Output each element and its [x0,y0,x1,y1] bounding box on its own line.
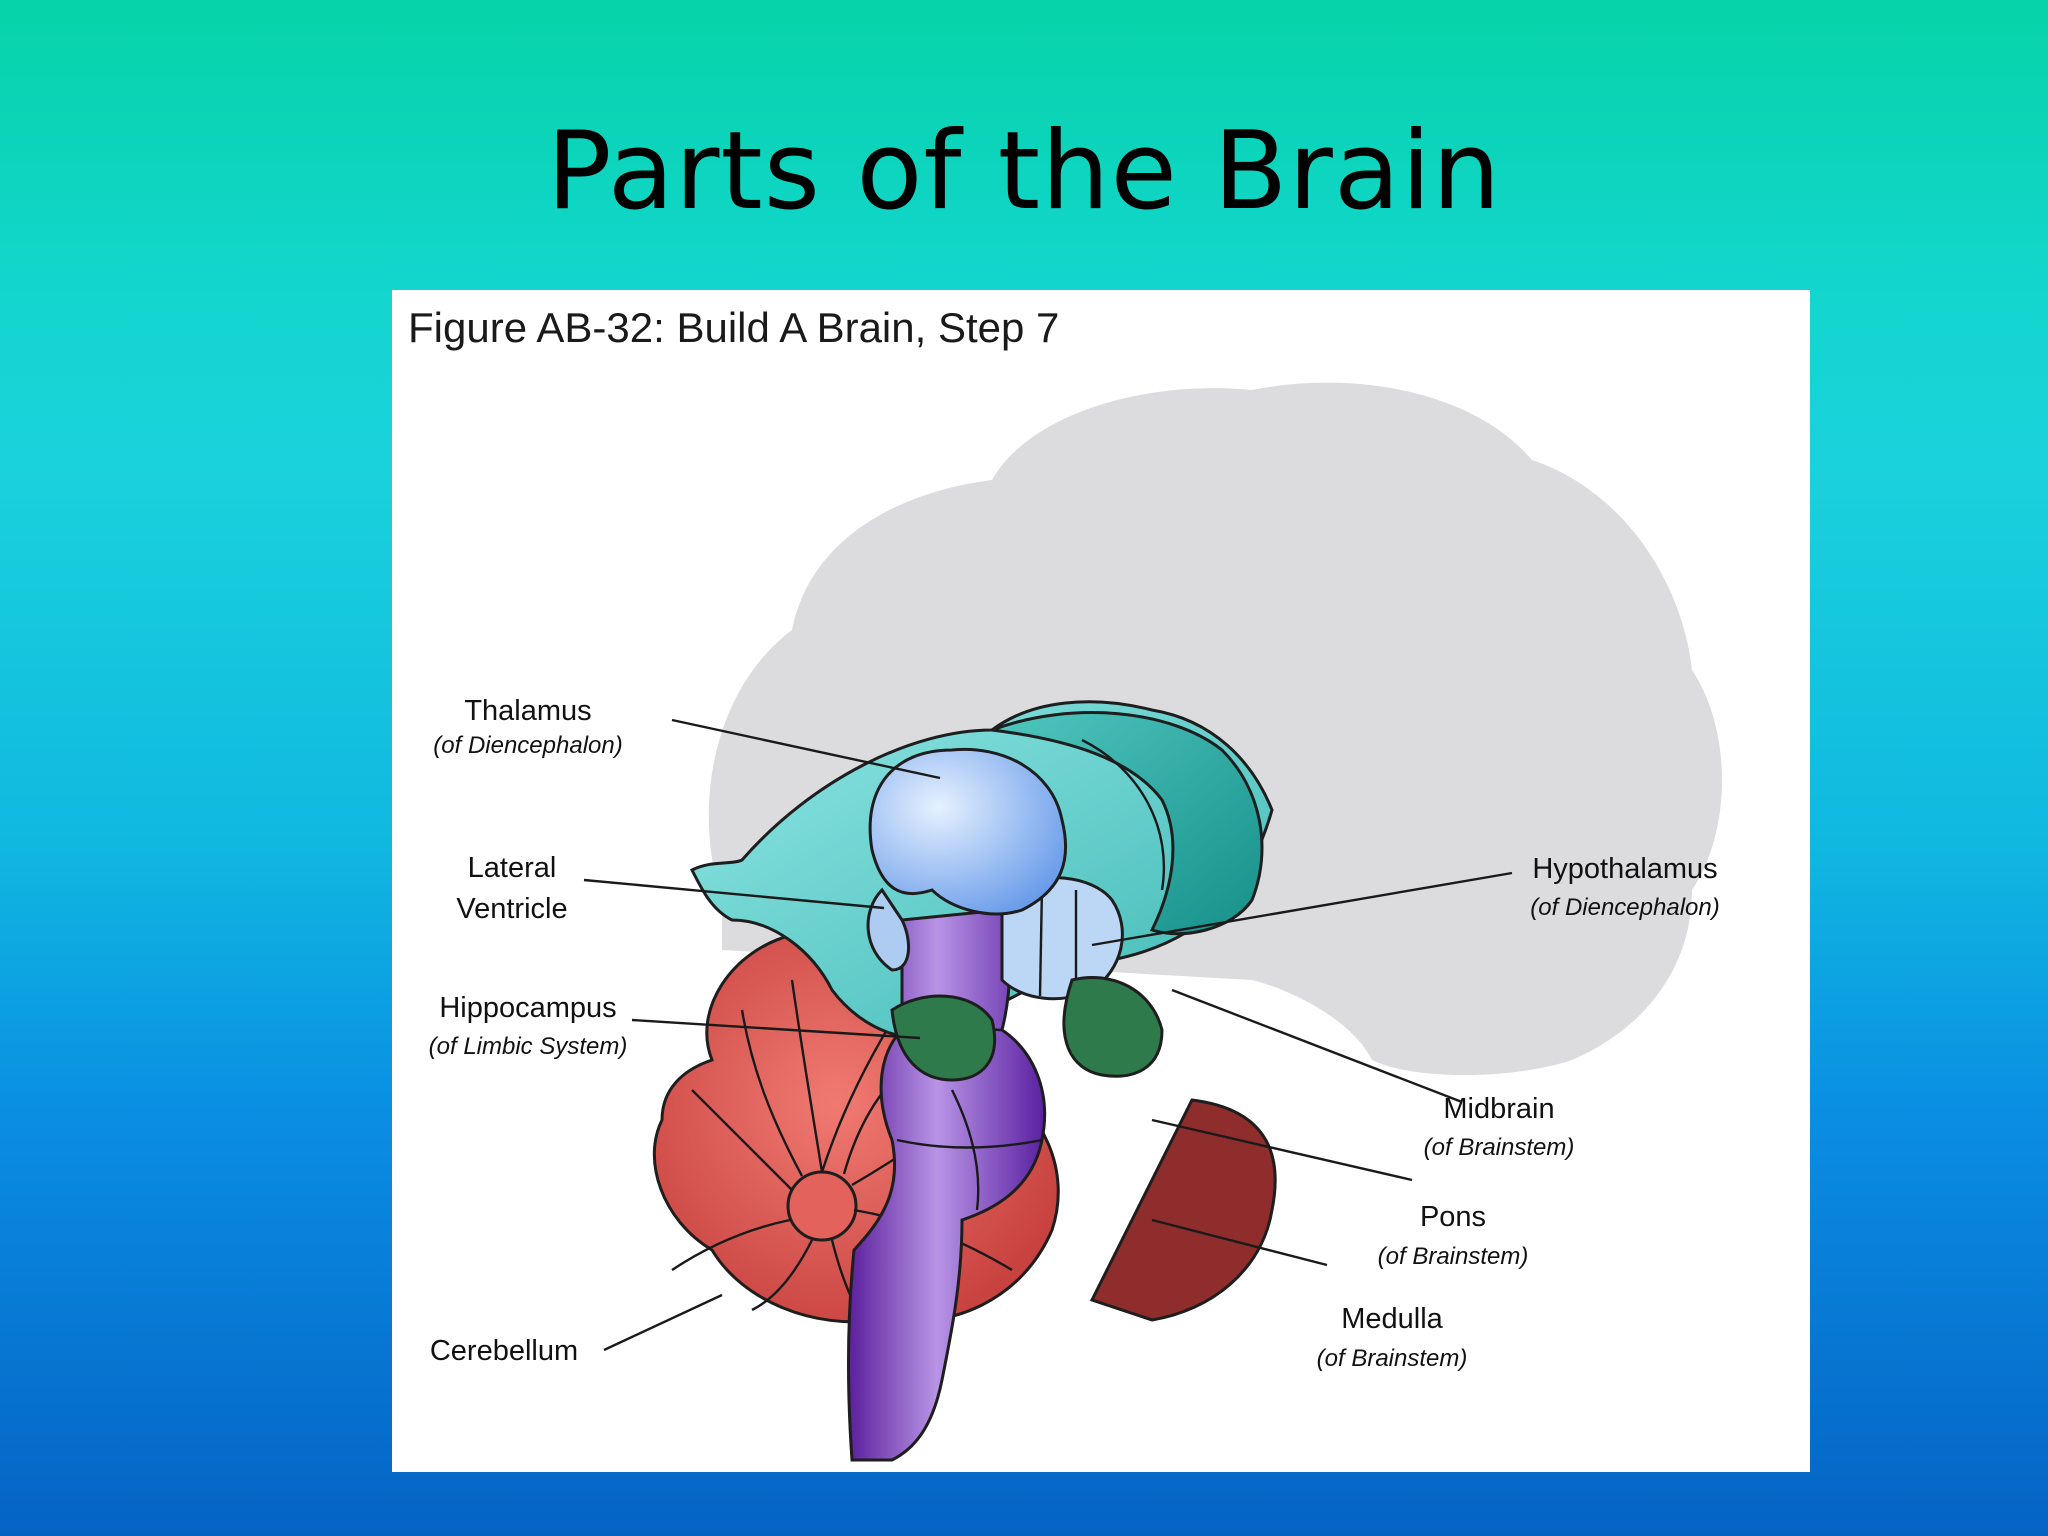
cerebellum-dark [1089,1098,1277,1322]
midbrain-leader [1171,988,1463,1104]
pons-sublabel: (of Brainstem) [1378,1243,1529,1270]
lateral-ventricle-leader [583,878,885,910]
lateral-ventricle-label-line1: Lateral [468,852,557,884]
hypothalamus-sublabel: (of Diencephalon) [1530,894,1719,921]
lateral-ventricle-label-line2: Ventricle [456,893,567,925]
cerebellum-leader [603,1293,723,1352]
cerebellum-label: Cerebellum [430,1335,578,1367]
midbrain-sublabel: (of Brainstem) [1424,1134,1575,1161]
midbrain-label: Midbrain [1443,1093,1554,1125]
hippocampus-leader [631,1018,921,1040]
medulla-sublabel: (of Brainstem) [1317,1345,1468,1372]
hippocampus-sublabel: (of Limbic System) [429,1033,628,1060]
hippocampus-label: Hippocampus [439,992,616,1024]
pons-leader [1151,1118,1413,1182]
thalamus-sublabel: (of Diencephalon) [433,732,622,759]
brain-diagram: Figure AB-32: Build A Brain, Step 7 [408,304,1722,1462]
hypothalamus-label: Hypothalamus [1532,853,1717,885]
hypothalamus [1000,876,1124,1001]
pons-label: Pons [1420,1201,1486,1233]
hypothalamus-leader [1091,871,1513,947]
thalamus [866,747,1068,972]
thalamus-leader [671,718,941,780]
hippocampus [890,994,997,1082]
medulla-label: Medulla [1341,1303,1443,1335]
hippocampus-tail [1062,975,1164,1078]
medulla-leader [1151,1218,1328,1267]
thalamus-label: Thalamus [464,695,591,727]
slide-title: Parts of the Brain [546,109,1502,234]
brain-figure: Figure AB-32: Build A Brain, Step 7 [392,290,1810,1472]
figure-caption: Figure AB-32: Build A Brain, Step 7 [408,304,1059,351]
